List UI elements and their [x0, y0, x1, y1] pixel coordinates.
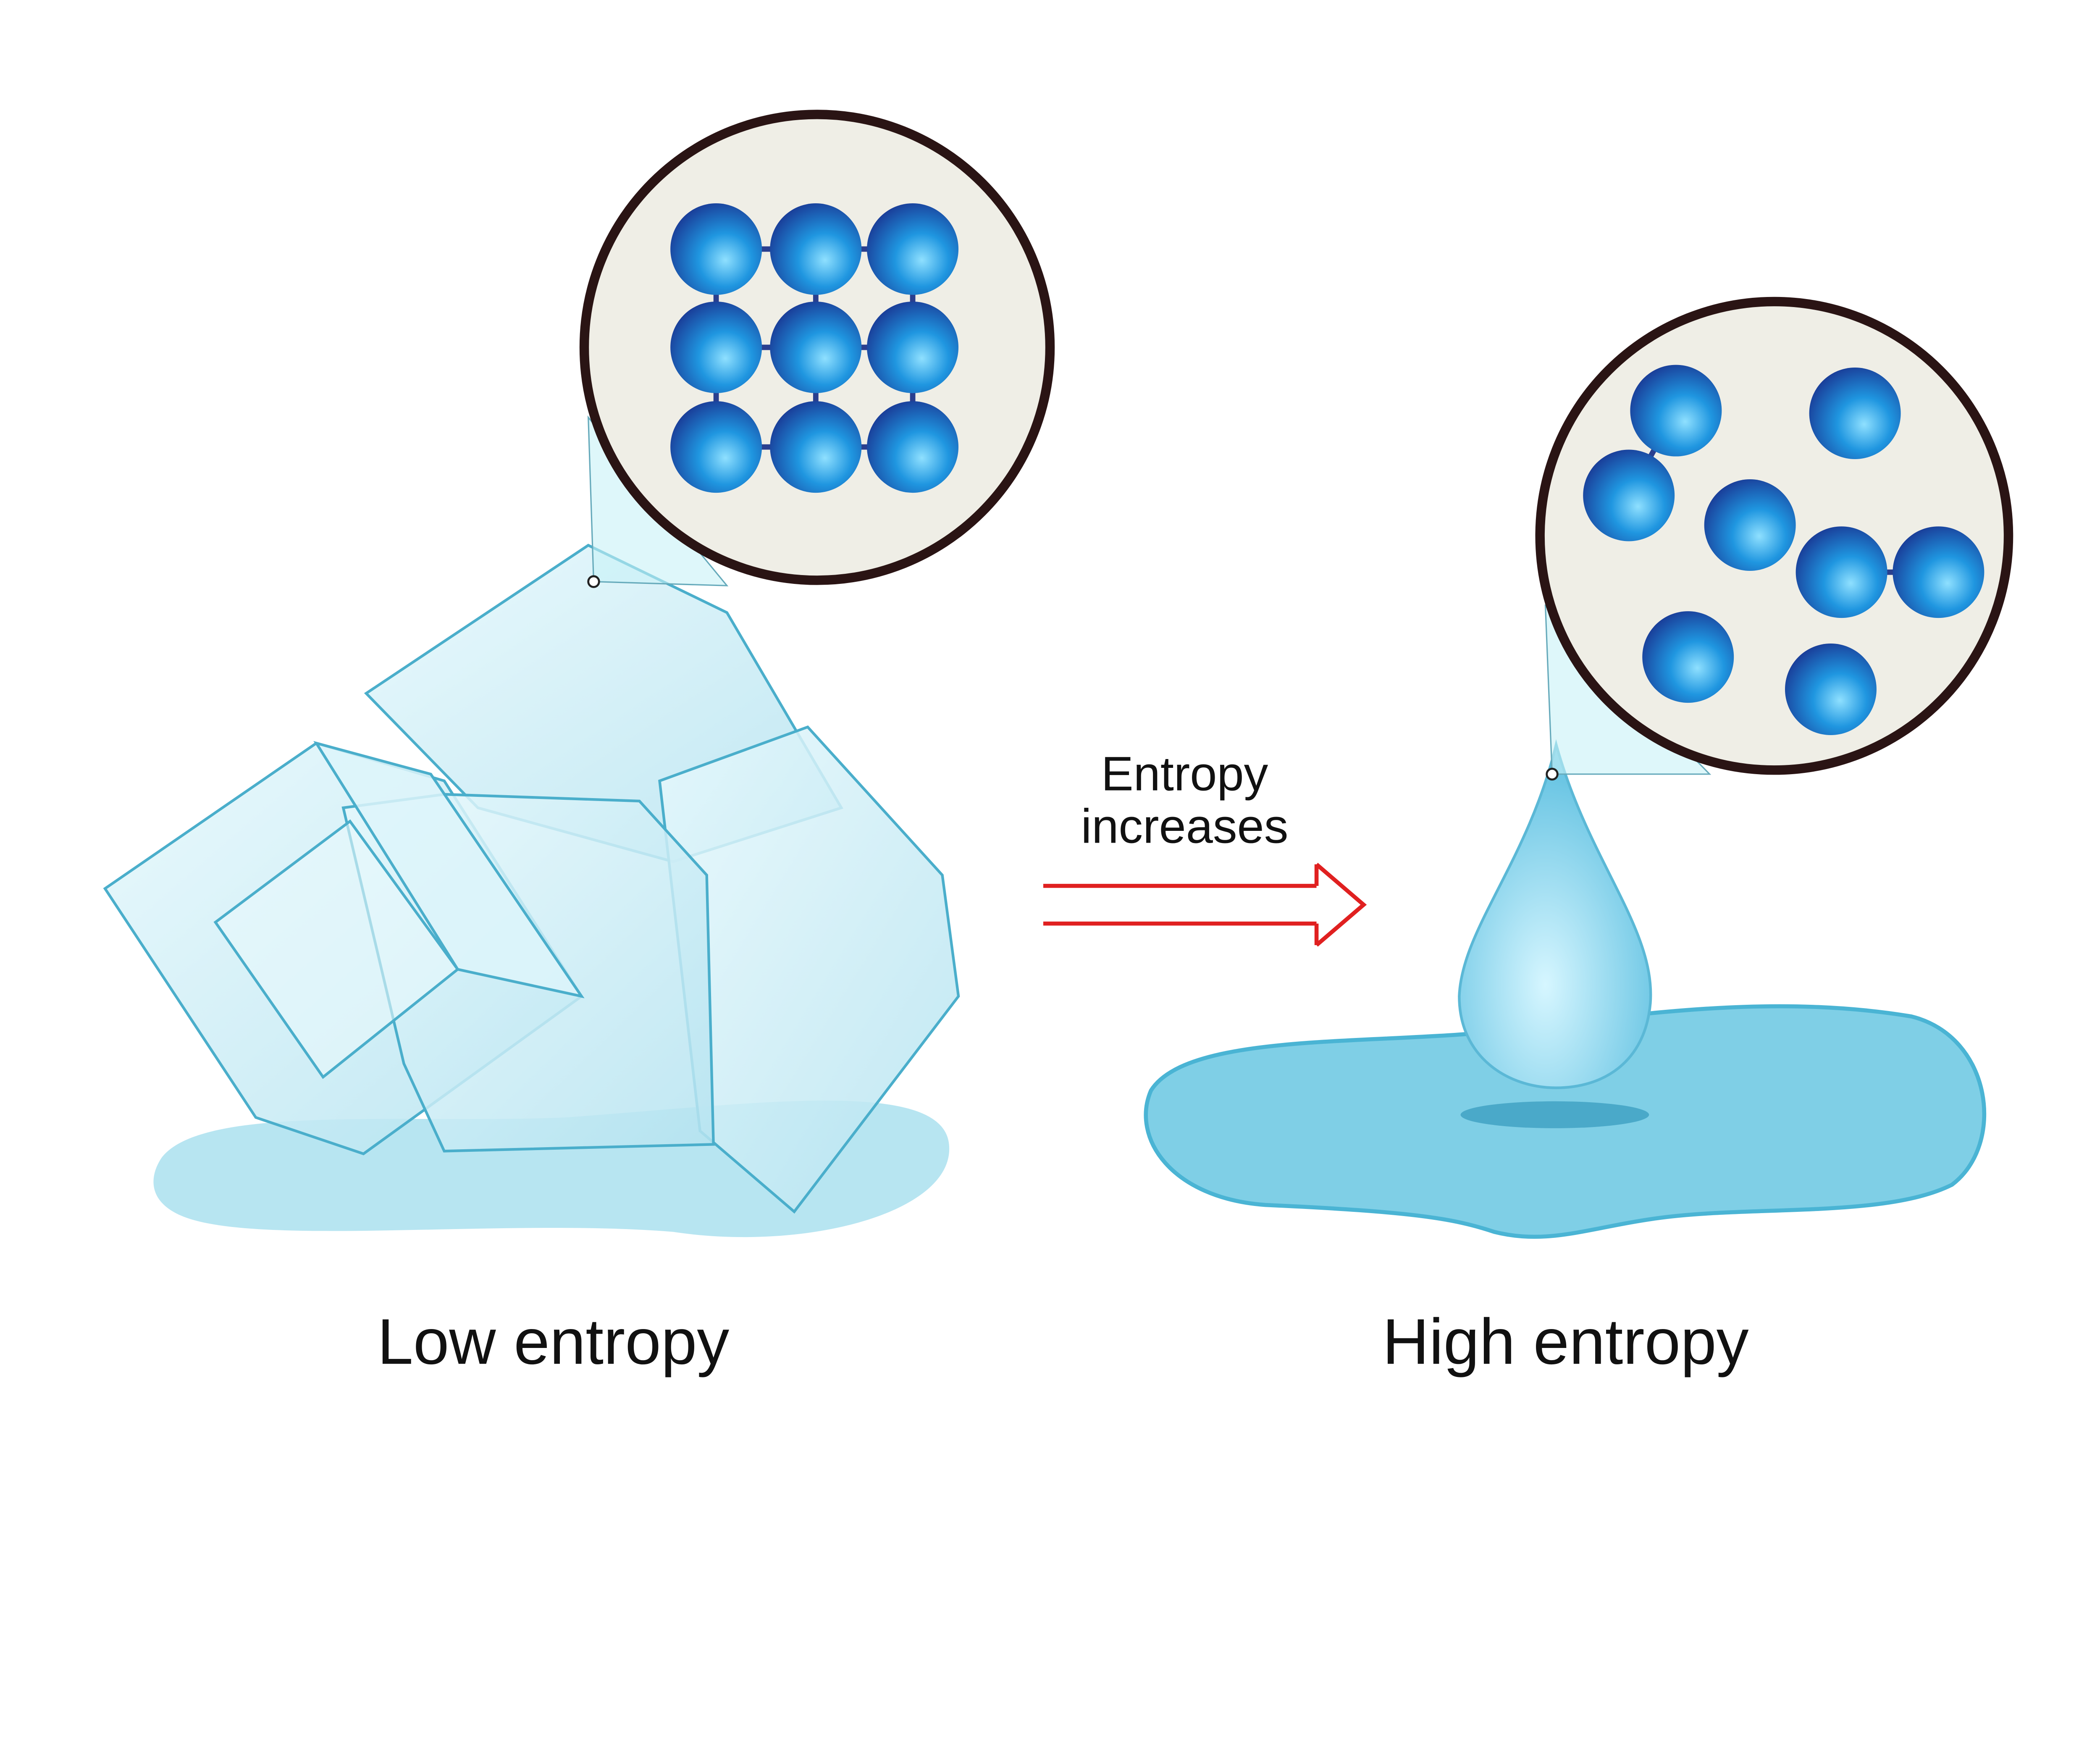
- molecule: [1809, 367, 1901, 459]
- entropy-diagram: Entropy increases Low entropy High entro…: [103, 110, 2013, 1378]
- arrow-label-line2: increases: [1081, 799, 1289, 853]
- ice-cubes: [103, 544, 960, 1214]
- ordered-molecules: [670, 203, 959, 493]
- molecule: [770, 301, 862, 393]
- molecule: [1642, 611, 1734, 703]
- molecule: [1583, 449, 1675, 541]
- molecule: [670, 203, 762, 295]
- zoom-point-right: [1546, 767, 1559, 781]
- molecule: [1630, 365, 1722, 457]
- molecule: [1796, 526, 1887, 618]
- arrow-label-line1: Entropy: [1101, 747, 1268, 801]
- molecule: [1893, 526, 1984, 618]
- water-drop: [1458, 739, 1652, 1089]
- molecule: [867, 203, 959, 295]
- molecule: [1785, 644, 1877, 735]
- entropy-arrow-icon: [1043, 863, 1367, 947]
- molecule: [867, 401, 959, 493]
- molecule: [770, 401, 862, 493]
- high-entropy-label: High entropy: [1382, 1306, 1748, 1378]
- puddle-shadow: [1460, 1101, 1649, 1128]
- ice-cube-face: [313, 741, 585, 998]
- zoom-point-left: [587, 575, 600, 588]
- molecule: [1704, 479, 1796, 571]
- molecule: [867, 301, 959, 393]
- low-entropy-label: Low entropy: [377, 1306, 729, 1378]
- molecule: [670, 301, 762, 393]
- ice-cube-face: [213, 819, 460, 1079]
- disordered-molecules: [1583, 365, 1984, 735]
- molecule: [670, 401, 762, 493]
- molecule: [770, 203, 862, 295]
